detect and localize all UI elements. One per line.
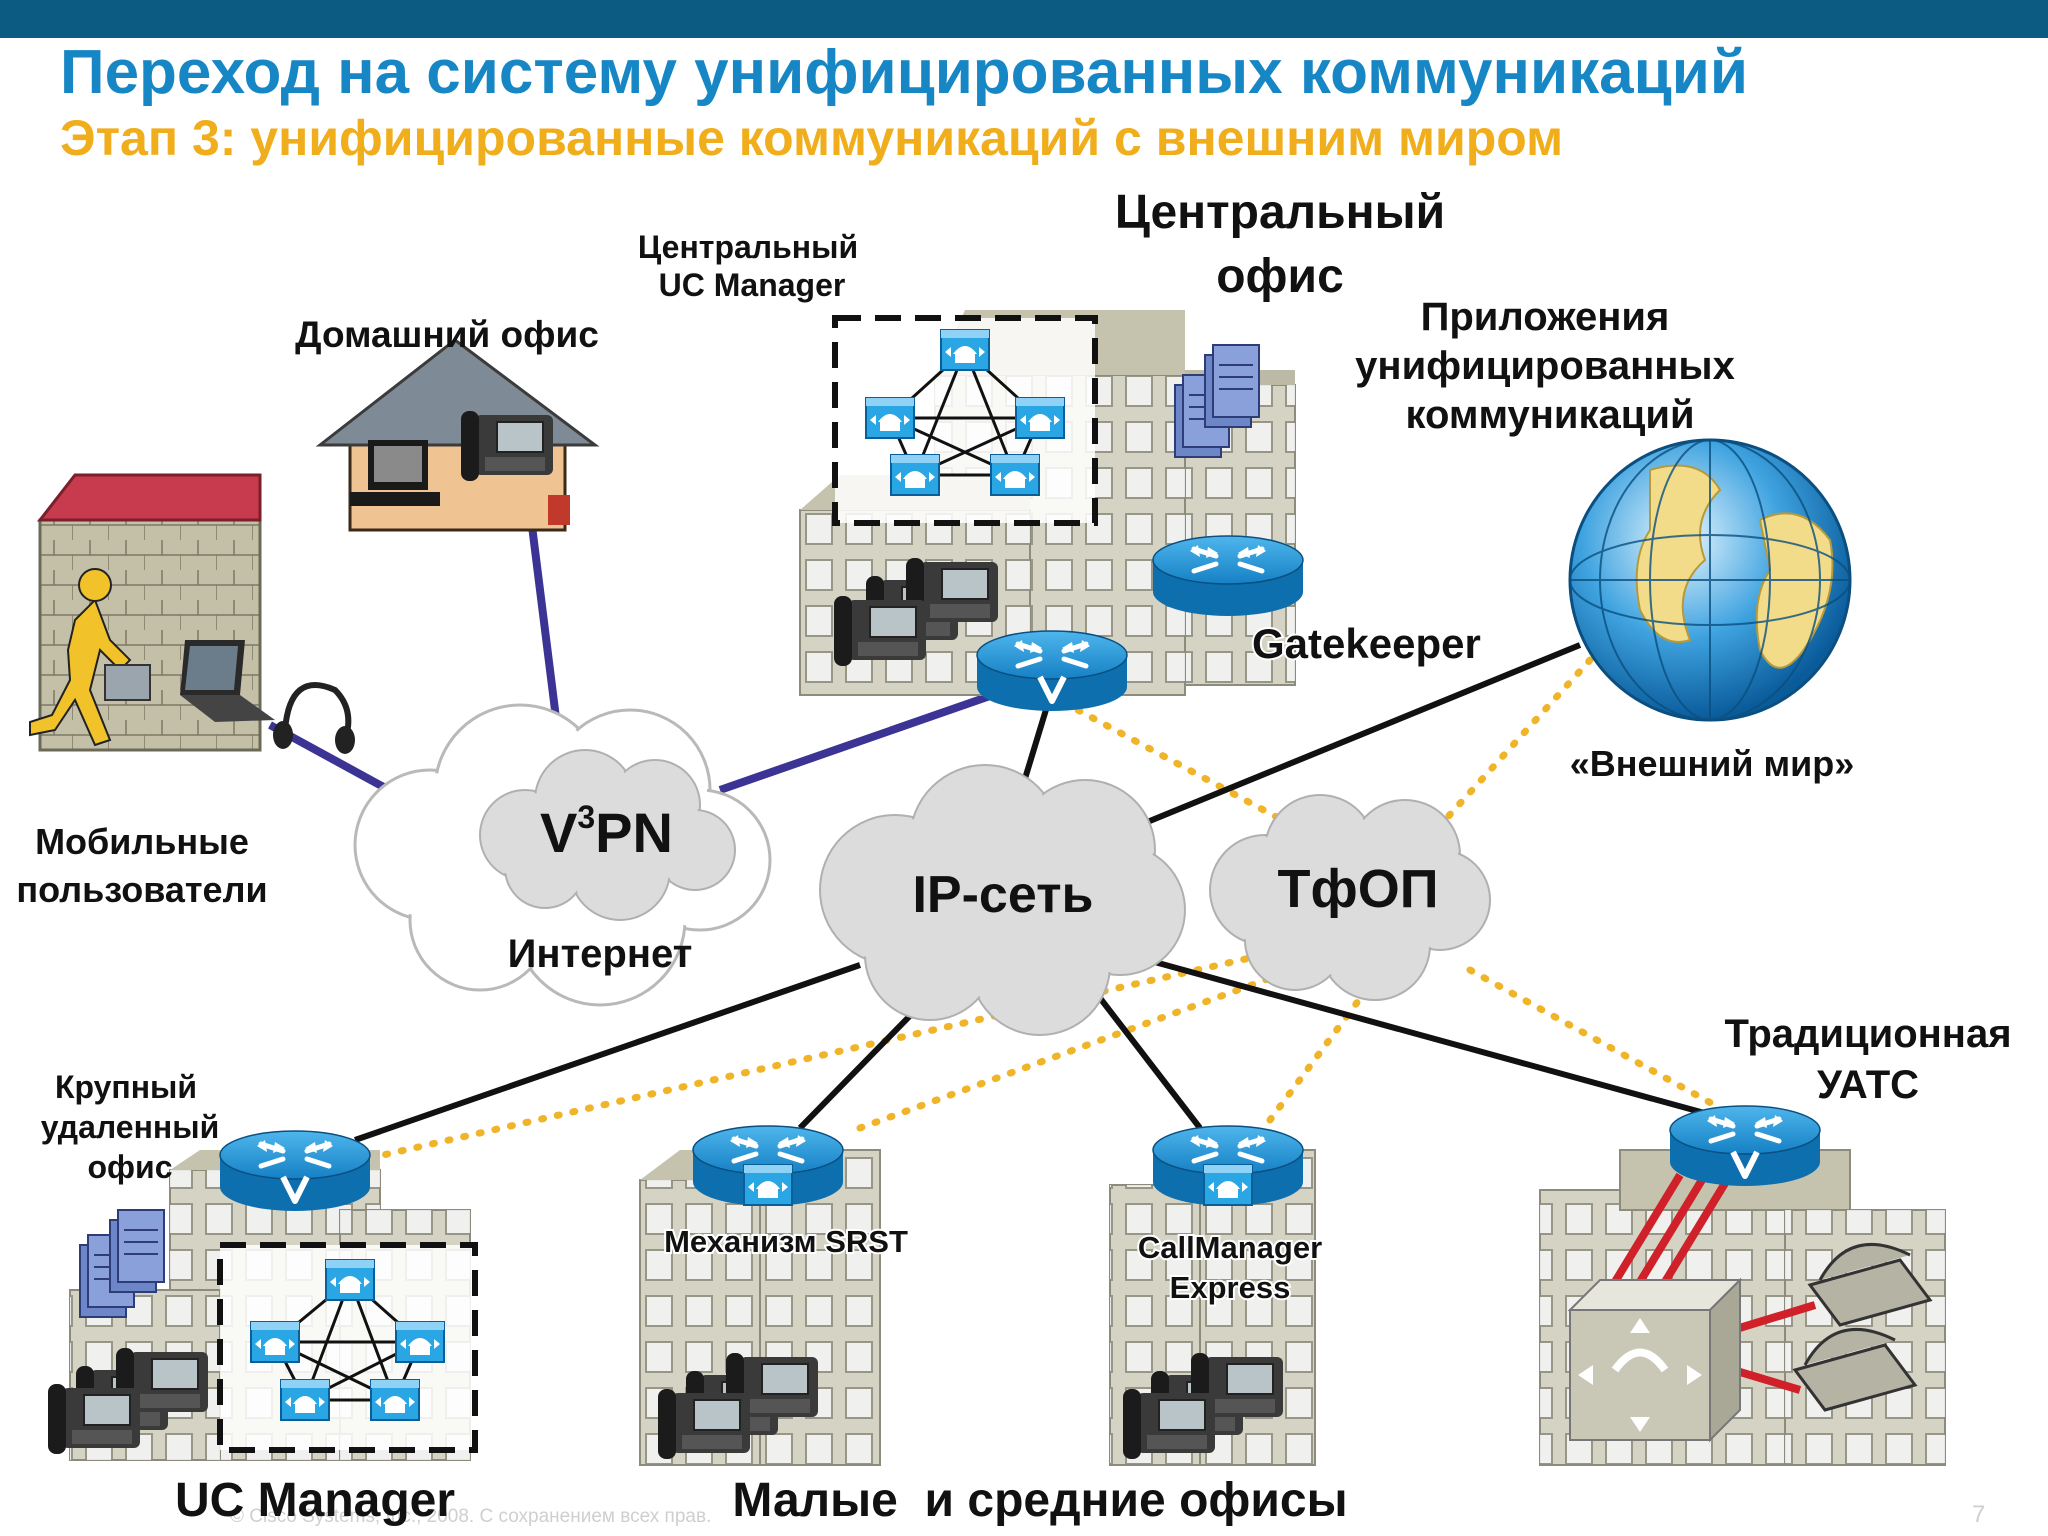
traditional-pbx-label-2: УАТС <box>1817 1063 1919 1107</box>
home-office <box>315 338 600 532</box>
pstn-cloud <box>1209 794 1491 1001</box>
uc-manager-label: UC Manager <box>175 1474 455 1527</box>
large-remote-office-label-2: удаленный <box>41 1109 219 1145</box>
cme-label-2: Express <box>1170 1270 1291 1305</box>
internet-label: Интернет <box>508 932 693 976</box>
page-number: 7 <box>1972 1501 1985 1528</box>
slide-subtitle: Этап 3: унифицированные коммуникаций с в… <box>60 110 1564 166</box>
slide-title: Переход на систему унифицированных комму… <box>60 38 1748 107</box>
uc-apps-label-3: коммуникаций <box>1405 393 1694 437</box>
small-medium-offices-label: Малые и средние офисы <box>732 1474 1347 1527</box>
outside-world-label: «Внешний мир» <box>1570 743 1855 784</box>
central-voice-router-icon <box>977 631 1127 711</box>
central-uc-manager-label-1: Центральный <box>638 229 858 265</box>
remote-office-voice-router-icon <box>220 1131 370 1211</box>
pstn-label: ТфОП <box>1277 859 1438 919</box>
cme-router-icon <box>1153 1126 1303 1206</box>
gatekeeper-label: Gatekeeper <box>1252 620 1481 667</box>
mobile-users-label-2: пользователи <box>16 869 267 910</box>
v3pn-cloud <box>479 749 736 921</box>
central-office-label-1: Центральный <box>1115 186 1445 239</box>
uc-apps-label-1: Приложения <box>1421 295 1670 339</box>
copyright: © Cisco Systems, Inc., 2008. С сохранени… <box>230 1506 711 1527</box>
large-remote-office <box>47 1150 478 1461</box>
large-remote-office-label-1: Крупный <box>55 1069 197 1105</box>
ip-network-cloud <box>819 764 1186 1036</box>
uc-apps-label-2: унифицированных <box>1355 344 1735 388</box>
srst-router-icon <box>693 1126 843 1206</box>
gatekeeper-router-icon <box>1153 536 1303 616</box>
globe-icon <box>1568 438 1852 722</box>
mobile-users-label-1: Мобильные <box>35 821 249 862</box>
traditional-pbx-office <box>1539 1149 1946 1466</box>
large-remote-office-label-3: офис <box>87 1149 172 1185</box>
pstn-links <box>366 656 1724 1162</box>
cme-label-1: CallManager <box>1138 1230 1322 1265</box>
central-office-building <box>799 310 1296 696</box>
traditional-pbx-label-1: Традиционная <box>1724 1012 2011 1056</box>
top-bar <box>0 0 2048 38</box>
home-office-label: Домашний офис <box>295 314 599 355</box>
central-office-label-2: офис <box>1216 250 1344 303</box>
ip-network-label: IP-сеть <box>912 866 1093 924</box>
central-uc-manager-label-2: UC Manager <box>659 267 846 303</box>
mobile-users <box>29 473 355 754</box>
srst-label: Механизм SRST <box>664 1224 908 1259</box>
pbx-voice-router-icon <box>1670 1106 1820 1186</box>
v3pn-label: V3PN <box>540 799 673 864</box>
